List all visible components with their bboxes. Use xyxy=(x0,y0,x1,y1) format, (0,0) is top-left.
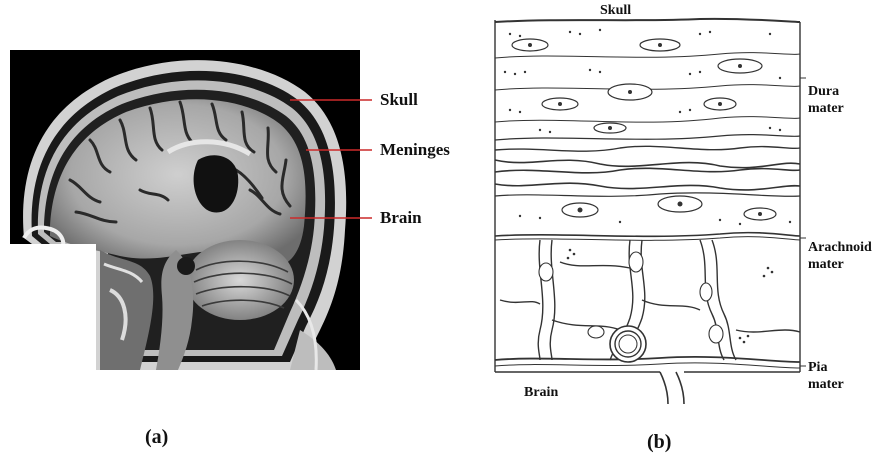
pia-surface xyxy=(495,357,800,362)
label-skull-b: Skull xyxy=(600,4,631,18)
skull-boundary xyxy=(495,19,800,22)
label-skull-a: Skull xyxy=(380,91,418,108)
label-arachnoid-mater: Arachnoid mater xyxy=(808,240,888,274)
label-pia-mater: Pia mater xyxy=(808,360,858,394)
caption-b: (b) xyxy=(647,432,671,452)
arachnoid-trabeculae xyxy=(500,240,800,360)
caption-a: (a) xyxy=(145,427,168,447)
label-dura-mater: Dura mater xyxy=(808,84,858,118)
blood-vessel xyxy=(610,326,646,362)
label-brain-a: Brain xyxy=(380,209,422,226)
label-meninges-a: Meninges xyxy=(380,141,450,158)
label-brain-b: Brain xyxy=(524,386,558,400)
